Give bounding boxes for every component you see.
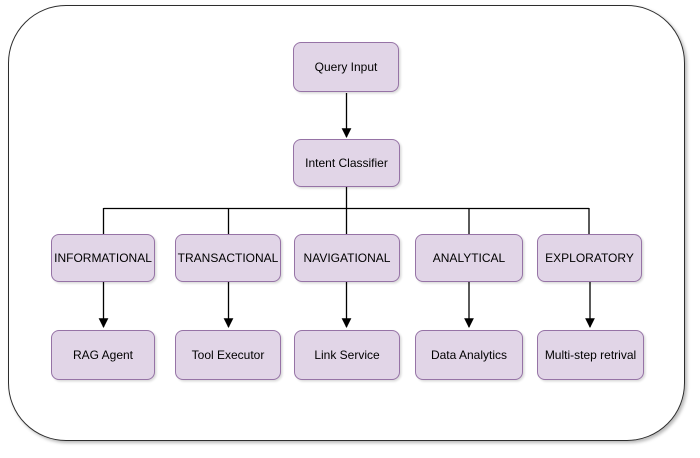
node-label: Tool Executor xyxy=(191,347,265,362)
node-label: RAG Agent xyxy=(72,347,134,362)
node-handler-multi-step-retrival: Multi-step retrival xyxy=(537,330,644,380)
node-handler-rag-agent: RAG Agent xyxy=(51,330,155,380)
node-handler-tool-executor: Tool Executor xyxy=(175,330,281,380)
node-label: Intent Classifier xyxy=(305,155,388,170)
container-frame xyxy=(8,5,685,441)
node-intent-informational: INFORMATIONAL xyxy=(51,234,155,282)
node-label: Query Input xyxy=(314,59,378,74)
node-query-input: Query Input xyxy=(293,42,399,92)
node-label: INFORMATIONAL xyxy=(54,250,152,265)
node-label: TRANSACTIONAL xyxy=(177,250,279,265)
node-label: Multi-step retrival xyxy=(544,347,637,362)
node-label: NAVIGATIONAL xyxy=(303,250,391,265)
node-label: ANALYTICAL xyxy=(432,250,506,265)
node-label: Data Analytics xyxy=(430,347,508,362)
node-label: Link Service xyxy=(314,347,380,362)
node-intent-navigational: NAVIGATIONAL xyxy=(294,234,400,282)
node-intent-classifier: Intent Classifier xyxy=(293,139,400,187)
node-intent-analytical: ANALYTICAL xyxy=(415,234,523,282)
node-intent-transactional: TRANSACTIONAL xyxy=(175,234,281,282)
node-label: EXPLORATORY xyxy=(545,250,634,265)
node-handler-link-service: Link Service xyxy=(294,330,400,380)
node-intent-exploratory: EXPLORATORY xyxy=(537,234,642,282)
node-handler-data-analytics: Data Analytics xyxy=(415,330,523,380)
